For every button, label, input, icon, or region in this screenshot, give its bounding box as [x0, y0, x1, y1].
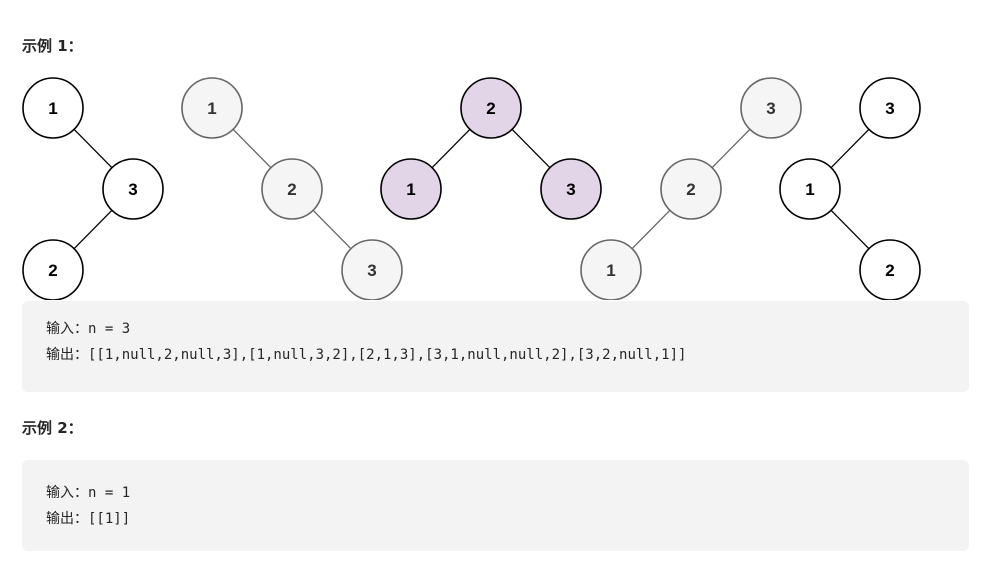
tree-node — [341, 239, 403, 300]
tree-edge — [431, 128, 471, 169]
tree-edge — [631, 209, 671, 250]
example-2-code-block: 输入：n = 1 输出：[[1]] — [22, 460, 969, 551]
tree-edge — [73, 128, 113, 169]
bst-diagram: 1 3 2 1 2 3 2 1 3 3 2 1 3 1 2 — [22, 77, 921, 300]
tree-4: 3 2 1 — [580, 77, 802, 300]
example-1-heading: 示例 1： — [22, 37, 83, 55]
tree-node — [380, 158, 442, 220]
tree-edge — [232, 128, 272, 169]
tree-3: 2 1 3 — [380, 77, 602, 220]
input-value: n = 1 — [88, 485, 131, 501]
tree-node-label: 1 — [406, 180, 415, 199]
input-label: 输入： — [46, 485, 88, 501]
example-1-input-line: 输入：n = 3 — [46, 316, 969, 342]
tree-edge — [830, 209, 870, 250]
tree-node — [22, 239, 84, 300]
tree-node-label: 2 — [885, 261, 894, 280]
tree-node-label: 2 — [287, 180, 296, 199]
tree-edge — [511, 128, 551, 169]
tree-node-label: 3 — [766, 99, 775, 118]
tree-node-label: 1 — [606, 261, 615, 280]
tree-node-label: 2 — [686, 180, 695, 199]
example-1-code-block: 输入：n = 3 输出：[[1,null,2,null,3],[1,null,3… — [22, 301, 969, 392]
tree-node — [740, 77, 802, 139]
tree-edge — [830, 128, 870, 169]
example-2-input-line: 输入：n = 1 — [46, 480, 969, 506]
input-label: 输入： — [46, 321, 88, 337]
tree-node — [779, 158, 841, 220]
tree-node — [859, 77, 921, 139]
tree-5: 3 1 2 — [779, 77, 921, 300]
tree-node-label: 3 — [566, 180, 575, 199]
tree-node-label: 1 — [207, 99, 216, 118]
tree-node-label: 2 — [48, 261, 57, 280]
tree-node — [460, 77, 522, 139]
output-value: [[1,null,2,null,3],[1,null,3,2],[2,1,3],… — [88, 347, 687, 363]
example-2-output-line: 输出：[[1]] — [46, 506, 969, 532]
tree-1: 1 3 2 — [22, 77, 164, 300]
tree-edge — [711, 128, 751, 169]
tree-node — [859, 239, 921, 300]
tree-node — [261, 158, 323, 220]
tree-node-label: 3 — [128, 180, 137, 199]
tree-node-label: 2 — [486, 99, 495, 118]
tree-node — [181, 77, 243, 139]
tree-node — [102, 158, 164, 220]
output-label: 输出： — [46, 347, 88, 363]
tree-node — [540, 158, 602, 220]
input-value: n = 3 — [88, 321, 131, 337]
tree-node — [580, 239, 642, 300]
tree-edge — [312, 209, 352, 250]
tree-node — [22, 77, 84, 139]
tree-node-label: 1 — [805, 180, 814, 199]
example-2-heading: 示例 2： — [22, 419, 83, 437]
output-value: [[1]] — [88, 511, 131, 527]
tree-edge — [73, 209, 113, 250]
example-1-output-line: 输出：[[1,null,2,null,3],[1,null,3,2],[2,1,… — [46, 342, 969, 368]
tree-node-label: 1 — [48, 99, 57, 118]
tree-2: 1 2 3 — [181, 77, 403, 300]
tree-node-label: 3 — [885, 99, 894, 118]
output-label: 输出： — [46, 511, 88, 527]
tree-node — [660, 158, 722, 220]
tree-node-label: 3 — [367, 261, 376, 280]
